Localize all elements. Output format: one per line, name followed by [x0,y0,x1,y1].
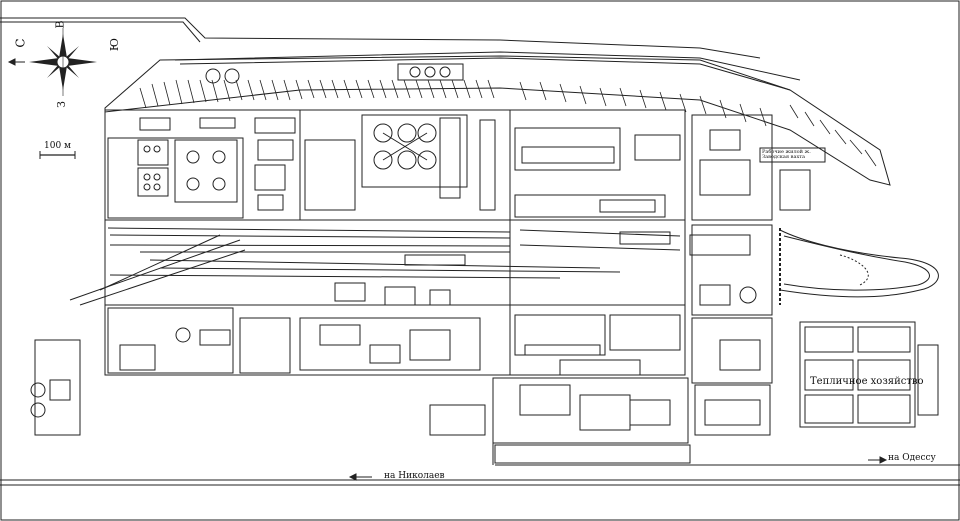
small-labelled-box [759,147,826,163]
rail-line-top-2 [179,57,791,91]
arrow-to-nikolaev-icon [348,473,372,481]
rail-line-top [174,51,801,81]
factory-hall [299,317,481,371]
to-odessa-label: на Одессу [888,453,936,463]
north-road-edge [0,21,201,43]
north-arrow-icon [7,58,25,66]
greenhouse-complex [799,321,916,428]
tank-block [107,137,244,219]
compass-label-east: В [53,20,67,29]
rail-yard-tracks [69,227,681,306]
arrow-to-odessa-icon [868,456,888,464]
compass-rose-icon [29,28,97,96]
small-box-label: Рабочие жилой ж. Заводская вахта [762,149,811,160]
scale-bar-label: 100 м [44,141,72,151]
plant-perimeter [104,109,686,376]
compass-label-south: Ю [108,37,122,52]
compass-label-west: З [54,101,68,108]
railway-embankment [104,55,891,186]
central-tank-farm [361,114,468,188]
rail-hatching [139,79,877,167]
workshop-block [514,127,621,171]
north-road [0,17,761,59]
greenhouse-label: Тепличное хозяйство [810,376,924,387]
to-nikolaev-label: на Николаев [384,471,445,481]
tank-pad [174,139,238,203]
compass-label-north: С [13,38,28,48]
